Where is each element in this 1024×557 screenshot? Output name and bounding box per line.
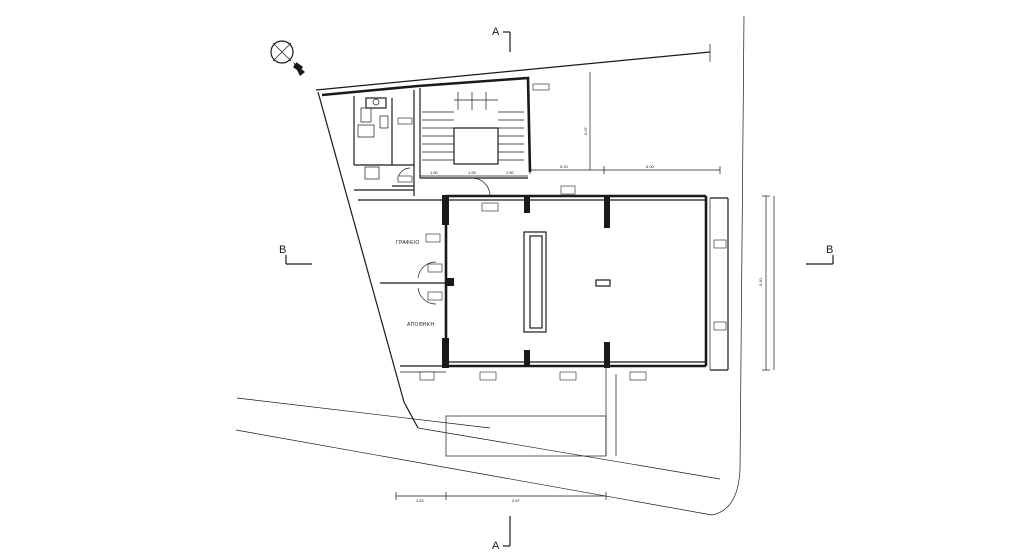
property-lines xyxy=(235,15,745,516)
stair xyxy=(422,92,524,165)
section-a-top: A xyxy=(492,26,511,52)
left-rooms: ΓΡΑΦΕΙΟ ΑΠΟΘΗΚΗ xyxy=(358,167,491,367)
dimensions: 5.20 6.00 1.80 1.65 1.50 5.07 1.52 3.67 … xyxy=(395,72,775,503)
service-core xyxy=(321,76,532,196)
room-office: ΓΡΑΦΕΙΟ xyxy=(396,240,420,246)
dim-right: 5.50 xyxy=(758,277,763,286)
section-label-a-top: A xyxy=(492,26,500,38)
section-b-right: B xyxy=(806,244,834,265)
dim-bottom-left: 1.52 xyxy=(416,498,425,503)
dim-600: 6.00 xyxy=(646,164,655,169)
north-arrow-icon xyxy=(270,40,305,76)
main-hall xyxy=(442,194,729,371)
dim-bottom-main: 3.67 xyxy=(512,498,521,503)
dim-180: 1.80 xyxy=(430,170,439,175)
section-label-a-bottom: A xyxy=(492,540,500,552)
section-label-b-right: B xyxy=(826,244,833,256)
dim-165: 1.65 xyxy=(468,170,477,175)
dim-520: 5.20 xyxy=(560,164,569,169)
section-a-bottom: A xyxy=(492,516,511,552)
room-storage: ΑΠΟΘΗΚΗ xyxy=(407,322,434,328)
section-b-left: B xyxy=(279,244,312,265)
dim-507: 5.07 xyxy=(583,126,588,135)
section-label-b-left: B xyxy=(279,244,286,256)
front-terrace xyxy=(400,368,607,457)
dim-150: 1.50 xyxy=(506,170,515,175)
level-tags xyxy=(397,83,727,381)
